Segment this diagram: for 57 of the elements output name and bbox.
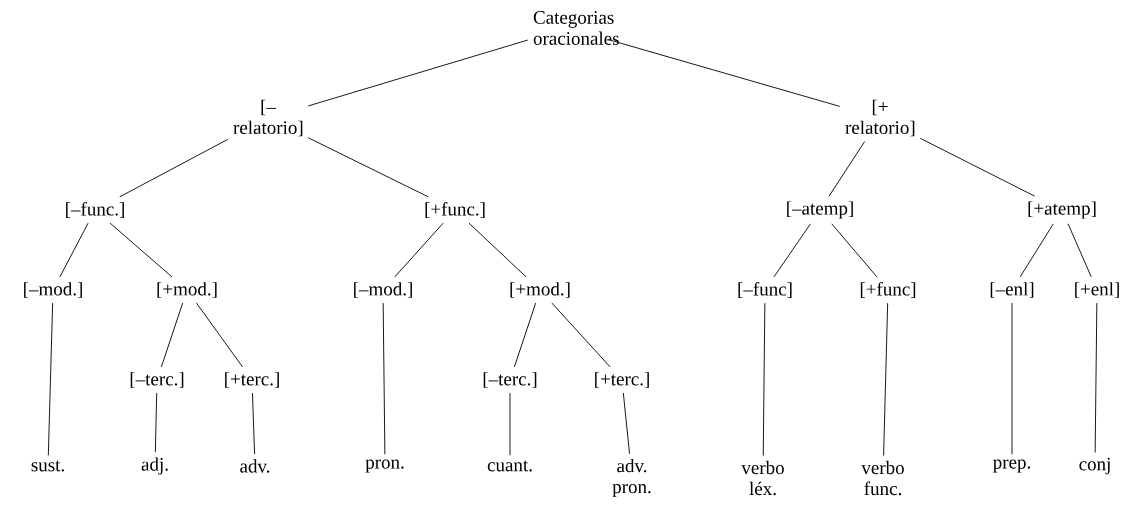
tree-node-label: [–relatorio] xyxy=(233,99,303,137)
tree-node-label: [–mod.] xyxy=(354,282,412,298)
tree-branch xyxy=(919,137,1036,197)
tree-node-label: [+ relatorio] xyxy=(845,99,915,137)
tree-branch xyxy=(607,39,841,107)
tree-node-label: [+func] xyxy=(860,282,916,298)
tree-node-label: cuant. xyxy=(487,460,532,472)
tree-branch xyxy=(622,392,630,455)
tree-node-label: [–atemp] xyxy=(787,201,853,219)
tree-branch xyxy=(382,302,386,455)
tree-branch xyxy=(828,141,866,197)
tree-branch xyxy=(1011,302,1013,455)
tree-node-label: [–mod.] xyxy=(24,282,82,298)
tree-node-label: verbo func. xyxy=(861,460,904,496)
tree-node-label: [–terc.] xyxy=(483,372,537,388)
tree-node-label: adv. pron. xyxy=(612,458,651,498)
tree-branch xyxy=(831,223,878,278)
tree-branch xyxy=(509,392,511,456)
tree-node-label: [+terc.] xyxy=(225,372,279,388)
tree-branch xyxy=(154,392,158,453)
tree-branch xyxy=(1067,223,1092,278)
tree-node-label: [+mod.] xyxy=(510,282,570,298)
tree-node-label: [–enl] xyxy=(990,282,1034,298)
tree-node-label: [+enl] xyxy=(1075,282,1119,298)
tree-branch xyxy=(468,222,527,278)
tree-branch xyxy=(513,302,537,368)
tree-branch xyxy=(883,302,889,456)
tree-node-label: [–terc.] xyxy=(130,372,184,388)
tree-branch xyxy=(47,302,54,456)
tree-branch xyxy=(1094,302,1098,453)
tree-node-label: prep. xyxy=(993,459,1030,473)
tree-node-label: sust. xyxy=(31,460,64,472)
tree-branch xyxy=(1019,223,1054,278)
tree-node-label: [+mod.] xyxy=(157,282,217,298)
tree-branch xyxy=(196,302,244,368)
tree-node-label: [+atemp] xyxy=(1028,201,1096,219)
tree-node-label: pron. xyxy=(365,459,404,473)
tree-node-label: conj xyxy=(1079,457,1110,475)
tree-node-label: Categorias oracionales xyxy=(533,11,619,45)
tree-node-label: verbo léx. xyxy=(741,460,784,496)
tree-branch xyxy=(59,222,89,278)
tree-branch xyxy=(119,138,229,198)
tree-node-label: [–func.] xyxy=(66,202,124,218)
tree-branch xyxy=(551,302,611,368)
tree-node-label: [–func] xyxy=(738,282,792,298)
tree-branch xyxy=(252,392,256,455)
tree-branch xyxy=(160,302,184,368)
tree-branch xyxy=(773,223,811,278)
tree-branch xyxy=(762,302,766,456)
tree-node-label: adj. xyxy=(141,457,168,475)
tree-node-label: [+func.] xyxy=(425,202,485,218)
tree-node-label: adv. xyxy=(240,459,270,473)
tree-node-label: [+terc.] xyxy=(595,372,649,388)
tree-branch xyxy=(307,137,429,198)
tree-branch xyxy=(109,222,173,278)
tree-branch xyxy=(307,39,529,107)
tree-branch xyxy=(394,222,444,278)
